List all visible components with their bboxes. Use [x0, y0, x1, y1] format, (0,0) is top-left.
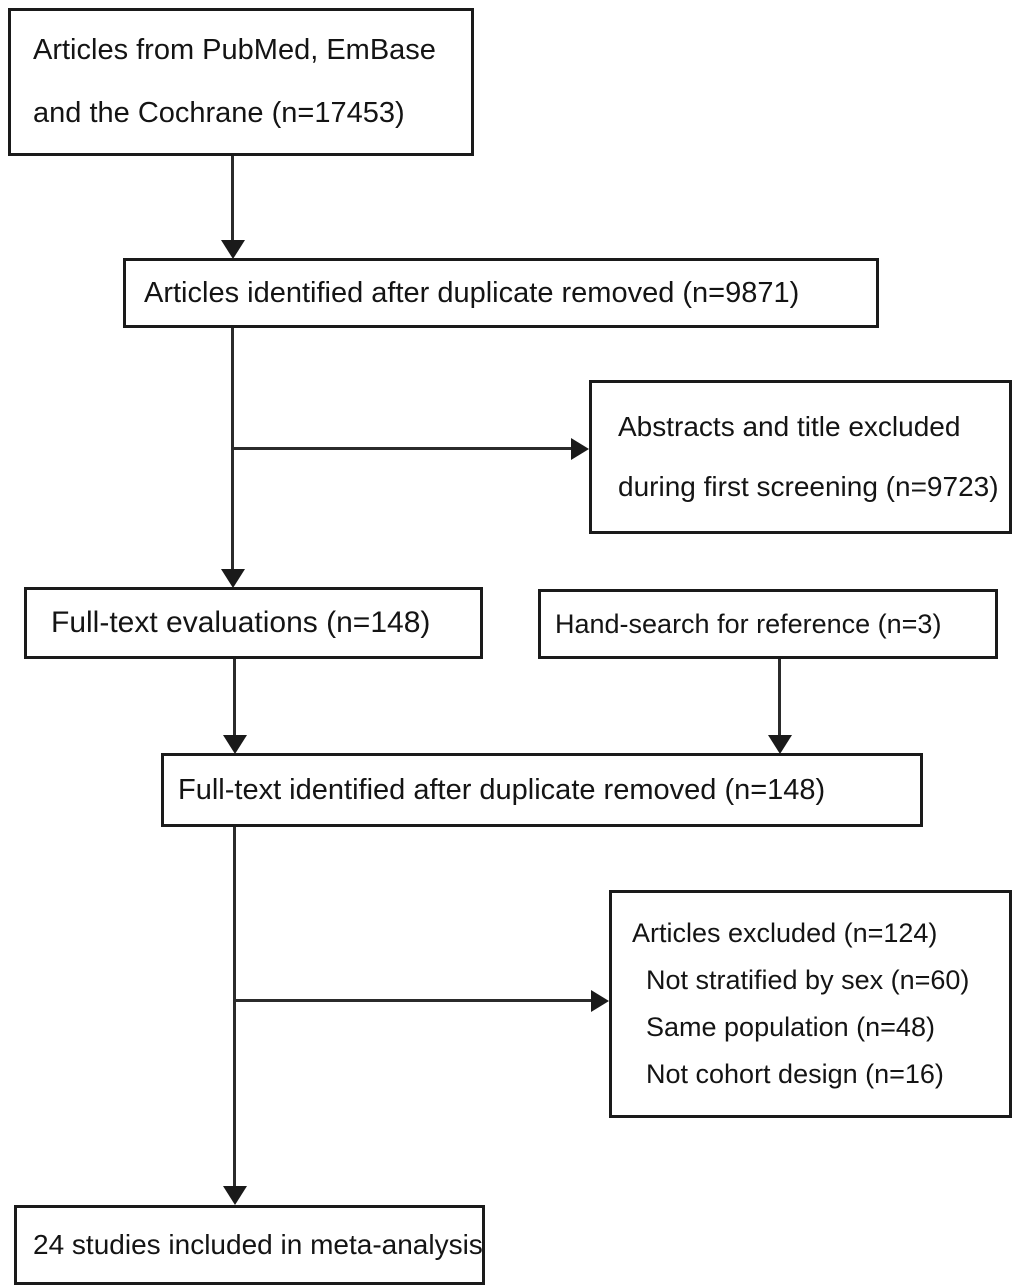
- node-hand-search-line1: Hand-search for reference (n=3): [555, 608, 942, 639]
- node-articles-excluded-line1: Articles excluded (n=124): [632, 918, 938, 948]
- node-fulltext-identified: Full-text identified after duplicate rem…: [161, 753, 923, 827]
- connector-identified-to-duplicates: [231, 156, 234, 241]
- connector-handsearch-to-identified: [778, 659, 781, 736]
- connector-identified-to-included: [233, 827, 236, 1188]
- node-included-studies-line1: 24 studies included in meta-analysis: [33, 1229, 483, 1260]
- node-included-studies: 24 studies included in meta-analysis: [14, 1205, 485, 1285]
- arrowhead-to-articles-excluded: [591, 990, 609, 1012]
- node-records-identified-line2: and the Cochrane (n=17453): [33, 97, 405, 129]
- node-fulltext-identified-line1: Full-text identified after duplicate rem…: [178, 773, 826, 806]
- node-after-duplicates: Articles identified after duplicate remo…: [123, 258, 879, 328]
- arrowhead-identified-to-included: [223, 1186, 247, 1205]
- arrowhead-eval-to-identified: [223, 735, 247, 754]
- node-abstract-excluded-line2: during first screening (n=9723): [618, 471, 999, 502]
- arrowhead-duplicates-to-fulltext-eval: [221, 569, 245, 588]
- node-fulltext-evaluations-line1: Full-text evaluations (n=148): [51, 606, 431, 639]
- node-articles-excluded-line4: Not cohort design (n=16): [646, 1059, 944, 1089]
- node-records-identified-line1: Articles from PubMed, EmBase: [33, 34, 436, 66]
- arrowhead-handsearch-to-identified: [768, 735, 792, 754]
- connector-to-abstract-excluded: [231, 447, 573, 450]
- node-articles-excluded-line3: Same population (n=48): [646, 1012, 935, 1042]
- node-abstract-excluded-line1: Abstracts and title excluded: [618, 411, 961, 442]
- node-hand-search: Hand-search for reference (n=3): [538, 589, 998, 659]
- node-records-identified: Articles from PubMed, EmBase and the Coc…: [8, 8, 474, 156]
- node-after-duplicates-line1: Articles identified after duplicate remo…: [144, 276, 800, 309]
- arrowhead-identified-to-duplicates: [221, 240, 245, 259]
- node-articles-excluded-line2: Not stratified by sex (n=60): [646, 965, 970, 995]
- node-articles-excluded: Articles excluded (n=124) Not stratified…: [609, 890, 1012, 1118]
- connector-eval-to-identified: [233, 659, 236, 736]
- node-fulltext-evaluations: Full-text evaluations (n=148): [24, 587, 483, 659]
- arrowhead-to-abstract-excluded: [571, 438, 589, 460]
- node-abstract-excluded: Abstracts and title excluded during firs…: [589, 380, 1012, 534]
- connector-to-articles-excluded: [233, 999, 593, 1002]
